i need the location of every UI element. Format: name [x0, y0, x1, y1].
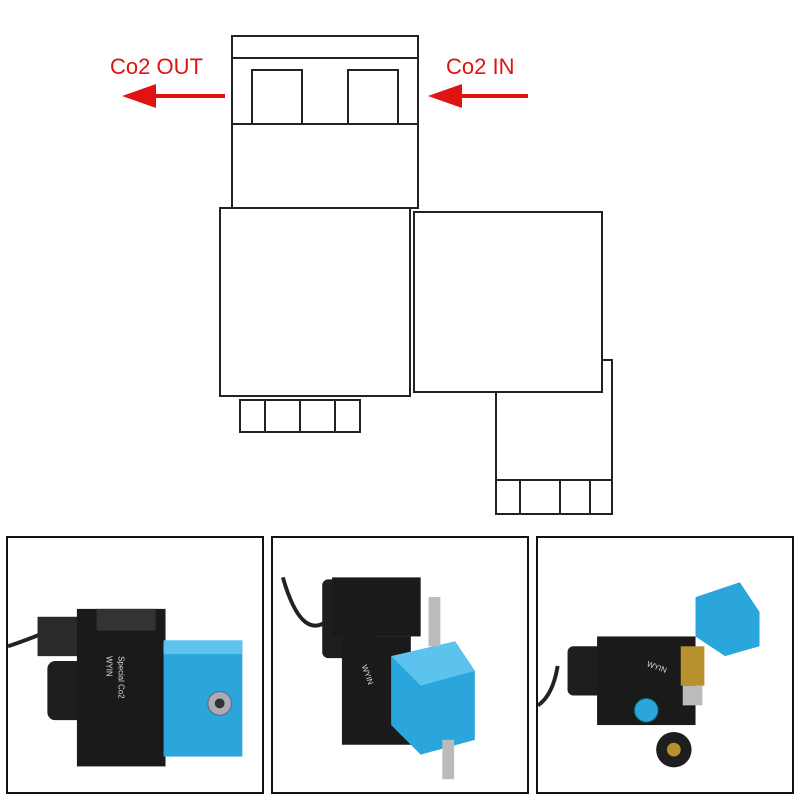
- valve-body-outline: [231, 35, 419, 209]
- photo1-line1: Special Co2: [116, 656, 125, 698]
- cable-gland-outline: [495, 359, 613, 481]
- product-photo-1: WYIN Special Co2: [6, 536, 264, 794]
- valve-line-diagram: Co2 OUT Co2 IN: [110, 35, 613, 515]
- product-photo-2: WYIN: [271, 536, 529, 794]
- photo1-brand: WYIN: [104, 656, 113, 677]
- co2-out-label: Co2 OUT: [110, 54, 203, 79]
- in-port-outline: [347, 69, 399, 125]
- in-arrow: [428, 84, 528, 108]
- connector-outline: [413, 211, 603, 393]
- coil-outline: [219, 207, 411, 397]
- co2-in-label: Co2 IN: [446, 54, 514, 79]
- product-photo-3: WYIN: [536, 536, 794, 794]
- out-arrow: [122, 84, 225, 108]
- out-port-outline: [251, 69, 303, 125]
